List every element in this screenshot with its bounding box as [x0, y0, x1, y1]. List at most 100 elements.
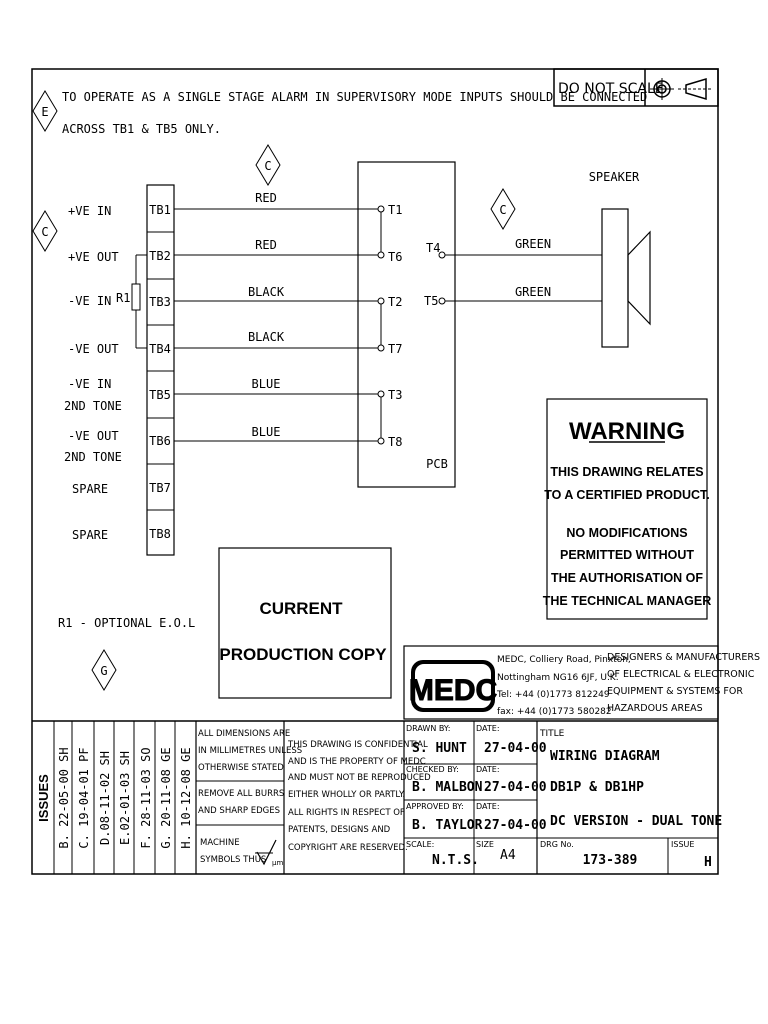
pcb-terminal-label: T7 [388, 342, 402, 356]
production-stamp: CURRENT PRODUCTION COPY [218, 547, 392, 699]
warning-line: THIS DRAWING RELATES [550, 465, 703, 479]
issue-entry: F. 28-11-03 SO [139, 747, 153, 848]
input-label: SPARE [72, 482, 108, 496]
company-description: EQUIPMENT & SYSTEMS FOR [607, 686, 743, 697]
pcb-label: PCB [426, 457, 448, 471]
issue-entry: E.02-01-03 SH [118, 751, 132, 845]
svg-text:CURRENT: CURRENT [259, 599, 343, 618]
issue-entry: H. 10-12-08 GE [179, 747, 193, 848]
wire-color-label: BLUE [252, 377, 281, 391]
revision-marker-c: C [32, 210, 58, 252]
pcb-terminal [377, 390, 385, 398]
drawn-by: S. HUNT [412, 741, 467, 756]
warning-title: WARNING [569, 418, 685, 445]
checked-date: 27-04-00 [484, 780, 547, 795]
pcb-output-label: T5 [424, 294, 438, 308]
sheet-border [31, 68, 719, 875]
terminal-label: TB6 [149, 434, 171, 448]
terminal-label: TB2 [149, 249, 171, 263]
confidential-note: COPYRIGHT ARE RESERVED. [288, 843, 408, 853]
issue-entry: C. 19-04-01 PF [77, 747, 91, 848]
input-label: SPARE [72, 528, 108, 542]
wire-color-label: BLACK [248, 285, 285, 299]
company-address: fax: +44 (0)1773 580282 [497, 707, 612, 717]
checked-by-label: CHECKED BY: [406, 765, 459, 774]
svg-text:MEDC: MEDC [409, 674, 497, 707]
speaker-label: SPEAKER [589, 170, 640, 184]
dims-note: OTHERWISE STATED [198, 763, 284, 773]
revision-marker-e: E [32, 90, 58, 132]
drg-label: DRG No. [540, 840, 574, 849]
checked-by: B. MALBON [412, 780, 483, 795]
projection-symbol-icon [650, 77, 712, 101]
burrs-note: AND SHARP EDGES [198, 806, 280, 816]
input-label: -VE IN [68, 294, 111, 308]
terminal-label: TB1 [149, 203, 171, 217]
symbol-unit: µm [272, 859, 283, 867]
title-block-grid [32, 720, 718, 874]
terminal-label: TB7 [149, 481, 171, 495]
input-label: +VE OUT [68, 250, 119, 264]
surface-finish-icon [255, 839, 277, 866]
scale-label: SCALE: [406, 840, 434, 849]
warning-box: WARNING THIS DRAWING RELATES TO A CERTIF… [543, 398, 711, 620]
burrs-note: REMOVE ALL BURRS [198, 789, 284, 799]
approved-by-label: APPROVED BY: [406, 802, 464, 811]
input-label-2: 2ND TONE [64, 399, 122, 413]
warning-line: THE AUTHORISATION OF [551, 571, 703, 585]
date-label: DATE: [476, 765, 500, 774]
confidential-note: AND IS THE PROPERTY OF MEDC [288, 757, 426, 767]
pcb-terminal-label: T3 [388, 388, 402, 402]
dims-note: IN MILLIMETRES UNLESS [198, 746, 302, 756]
issues-header: ISSUES [36, 774, 51, 822]
terminal-label: TB4 [149, 342, 171, 356]
pcb-terminal [377, 251, 385, 259]
warning-line: NO MODIFICATIONS [566, 526, 687, 540]
r1-note: R1 - OPTIONAL E.O.L [58, 616, 195, 630]
svg-text:C: C [264, 159, 271, 173]
terminal-label: TB5 [149, 388, 171, 402]
confidential-note: PATENTS, DESIGNS AND [288, 825, 391, 835]
svg-text:G: G [100, 664, 107, 678]
symbols-note: SYMBOLS THUS [200, 855, 266, 865]
wire-color-label: RED [255, 191, 277, 205]
issue-entry: D.08-11-02 SH [98, 751, 112, 845]
title-label: TITLE [539, 729, 565, 739]
svg-text:PRODUCTION COPY: PRODUCTION COPY [219, 645, 387, 664]
confidential-note: EITHER WHOLLY OR PARTLY. [288, 790, 405, 800]
drg-number: 173-389 [583, 853, 638, 868]
resistor-label: R1 [116, 291, 130, 305]
input-label: -VE IN [68, 377, 111, 391]
pcb-terminal [377, 344, 385, 352]
wires [174, 208, 382, 442]
drawn-date: 27-04-00 [484, 741, 547, 756]
do-not-scale-box: DO NOT SCALE [553, 68, 719, 107]
warning-line: PERMITTED WITHOUT [560, 548, 694, 562]
svg-text:C: C [41, 225, 48, 239]
svg-text:C: C [499, 203, 506, 217]
svg-text:E: E [41, 105, 48, 119]
drawing-title: DC VERSION - DUAL TONE [550, 814, 722, 829]
confidential-note: AND MUST NOT BE REPRODUCED [288, 773, 431, 783]
confidential-note: THIS DRAWING IS CONFIDENTIAL [287, 740, 428, 750]
speaker-icon [601, 208, 651, 348]
revision-marker-c: C [490, 188, 516, 230]
pcb-terminal-label: T8 [388, 435, 402, 449]
company-description: DESIGNERS & MANUFACTURERS [607, 652, 760, 663]
company-description: HAZARDOUS AREAS [607, 703, 703, 714]
do-not-scale-text: DO NOT SCALE [558, 81, 664, 97]
issue-label: ISSUE [671, 840, 694, 849]
confidential-note: ALL RIGHTS IN RESPECT OF [288, 808, 405, 818]
date-label: DATE: [476, 802, 500, 811]
pcb-terminal [377, 297, 385, 305]
input-label: -VE OUT [68, 429, 119, 443]
drawn-by-label: DRAWN BY: [406, 724, 450, 733]
symbols-note: MACHINE [200, 838, 240, 848]
issue-entry: G. 20-11-08 GE [159, 747, 173, 848]
input-label-2: 2ND TONE [64, 450, 122, 464]
drawing-title: DB1P & DB1HP [550, 780, 644, 795]
issue-value: H [704, 855, 712, 870]
pcb-terminal-label: T1 [388, 203, 402, 217]
company-block: MEDC MEDC, Colliery Road, Pinxton, Notti… [403, 645, 760, 720]
